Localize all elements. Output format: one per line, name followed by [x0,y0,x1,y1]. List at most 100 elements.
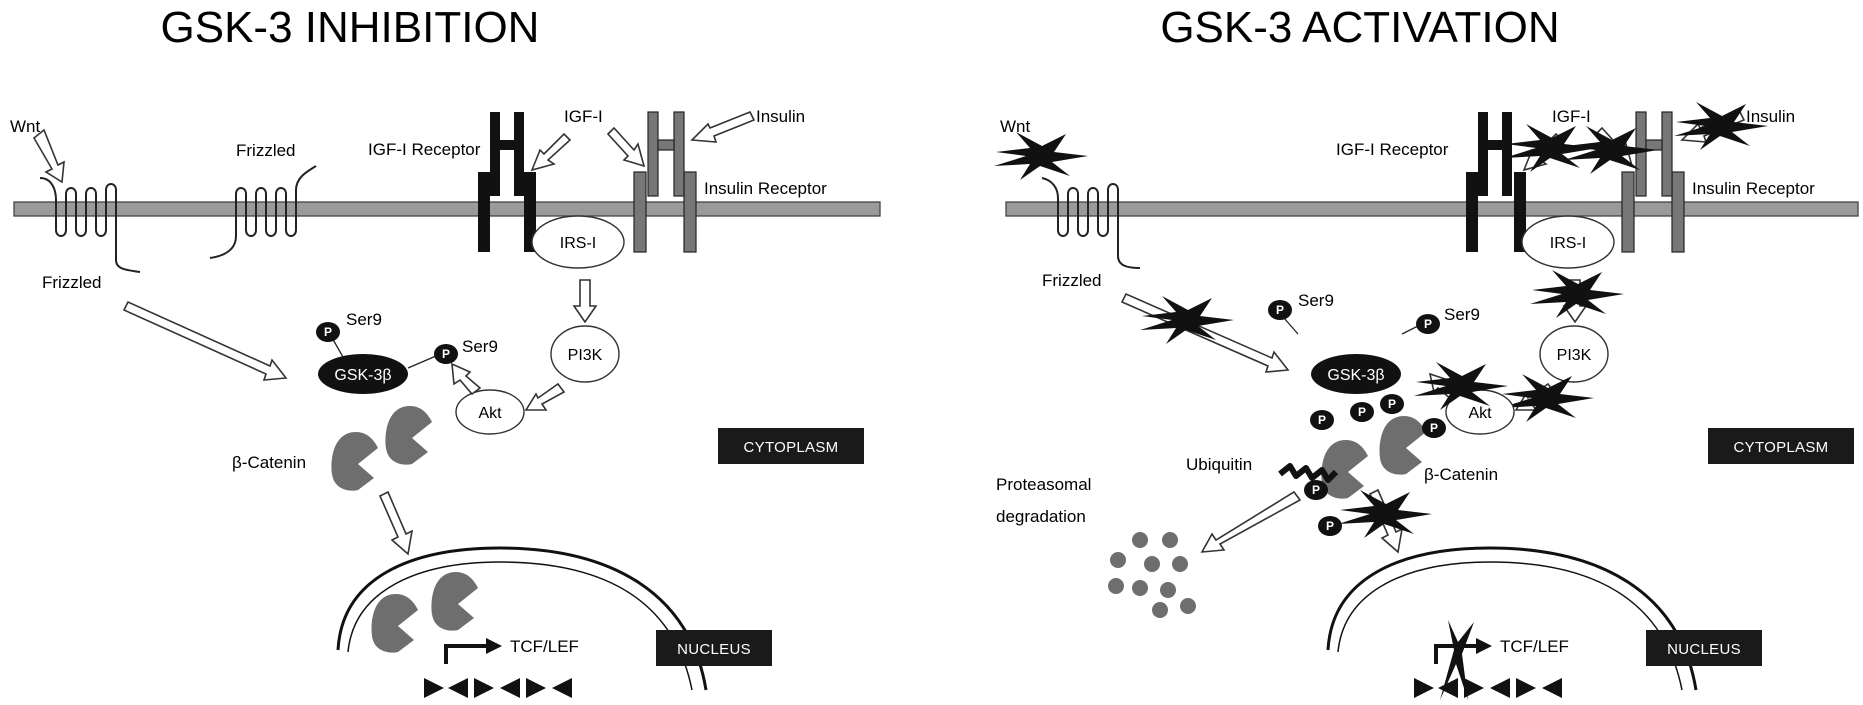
beta-catenin-label: β-Catenin [232,453,306,472]
igf-ligand-label: IGF-I [564,107,603,126]
frizzled-label-top: Frizzled [236,141,296,160]
igf-receptor-label: IGF-I Receptor [1336,140,1449,159]
dna-elements [1414,678,1562,698]
beta-catenin-1 [331,432,378,491]
irs-label: IRS-I [560,235,596,252]
inhibition-panel: GSK-3 INHIBITION Wnt Frizzled Frizzled I… [10,3,881,698]
dna-elements [424,678,572,698]
catenin-phospho-groups: P P P P P P [1304,394,1446,536]
nucleus-box [656,630,772,666]
pi3k-to-akt-arrow [524,382,566,411]
beta-catenin-nuclear-2 [431,572,478,631]
ser9-label-b: Ser9 [462,337,498,356]
ubiquitin-label: Ubiquitin [1186,455,1252,474]
insulin-label: Insulin [756,107,805,126]
nucleus-envelope-outer [336,546,708,691]
igf-receptor-label: IGF-I Receptor [368,140,481,159]
akt-label: Akt [1468,405,1492,422]
pi3k-node [550,325,620,383]
gsk3b-node [318,354,408,394]
panel-title: GSK-3 INHIBITION [161,3,540,52]
degraded-fragments [1108,532,1196,618]
p-link-b [1401,325,1419,335]
igf-arrow-to-insulin-receptor [606,126,646,168]
frizzled-label: Frizzled [1042,271,1102,290]
beta-catenin-2 [385,406,432,465]
transcription-arrowhead [1476,638,1492,654]
pi3k-label: PI3K [568,347,603,364]
wnt-label: Wnt [1000,117,1031,136]
p-link-b [407,355,437,369]
cytoplasm-box [1708,428,1854,464]
proteasomal-label-2: degradation [996,507,1086,526]
ser9-label-b: Ser9 [1444,305,1480,324]
insulin-receptor-label: Insulin Receptor [704,179,827,198]
akt-node [455,389,525,435]
irs-label: IRS-I [1550,235,1586,252]
insulin-receptor [1621,111,1685,253]
catenin-to-nucleus-arrow [378,490,414,556]
svg-text:P: P [1318,413,1326,427]
akt-label: Akt [478,405,502,422]
ubiquitin-chain [1278,463,1339,483]
cytoplasm-label: CYTOPLASM [1734,439,1829,456]
frizzled-receptor-2 [209,165,317,259]
svg-text:P: P [1388,397,1396,411]
svg-text:P: P [1326,519,1334,533]
beta-catenin-phospho-1 [1321,440,1368,499]
frizzled-receptor-1 [39,177,141,273]
nucleus-box [1646,630,1762,666]
phospho-free-b [1416,314,1440,334]
phospho-b [434,344,458,364]
irs-node [1521,215,1615,269]
irs-node [531,215,625,269]
activation-panel: GSK-3 ACTIVATION Wnt Frizzled IGF-I Rece… [994,3,1859,700]
igf-ligand-label: IGF-I [1552,107,1591,126]
nucleus-label: NUCLEUS [1667,641,1741,658]
frizzled-receptor [1041,177,1141,269]
nucleus-envelope-inner [1337,561,1683,691]
p-link-a [1283,317,1299,335]
transcription-start-arrow [444,644,488,664]
frizzled-to-gsk-arrow [122,300,288,381]
svg-text:P: P [1312,483,1320,497]
wnt-arrow [32,128,65,184]
svg-text:P: P [1430,421,1438,435]
tcf-lef-label: TCF/LEF [1500,637,1569,656]
insulin-receptor [633,111,697,253]
ser9-label-a: Ser9 [1298,291,1334,310]
beta-catenin-nuclear-1 [371,594,418,653]
phospho-free-a-label: P [1276,303,1284,317]
beta-catenin-label: β-Catenin [1424,465,1498,484]
pi3k-label: PI3K [1557,347,1592,364]
nucleus-envelope-inner [347,561,693,691]
cell-membrane [1005,201,1859,217]
wnt-blocked-burst [994,132,1088,180]
cytoplasm-box [718,428,864,464]
insulin-receptor-label: Insulin Receptor [1692,179,1815,198]
nucleus-label: NUCLEUS [677,641,751,658]
tcf-lef-label: TCF/LEF [510,637,579,656]
irs-to-pi3k-arrow [572,279,598,324]
gsk3b-label: GSK-3β [334,367,391,384]
insulin-arrow [690,110,756,143]
cell-membrane [13,201,881,217]
to-degradation-arrow [1200,490,1302,553]
wnt-label: Wnt [10,117,41,136]
transcription-blocked-burst [1440,620,1474,700]
panel-title: GSK-3 ACTIVATION [1160,3,1559,52]
insulin-label: Insulin [1746,107,1795,126]
transcription-arrowhead [486,638,502,654]
igf-receptor [1466,112,1526,252]
phospho-free-a [1268,300,1292,320]
gsk3b-label: GSK-3β [1327,367,1384,384]
nucleus-envelope-outer [1326,546,1698,691]
phospho-b-label: P [442,347,450,361]
igf-receptor [478,112,536,252]
cytoplasm-label: CYTOPLASM [744,439,839,456]
phospho-a-label: P [324,325,332,339]
igf-arrow-to-igf-receptor [530,132,572,172]
pi3k-node [1539,325,1609,383]
svg-text:P: P [1358,405,1366,419]
